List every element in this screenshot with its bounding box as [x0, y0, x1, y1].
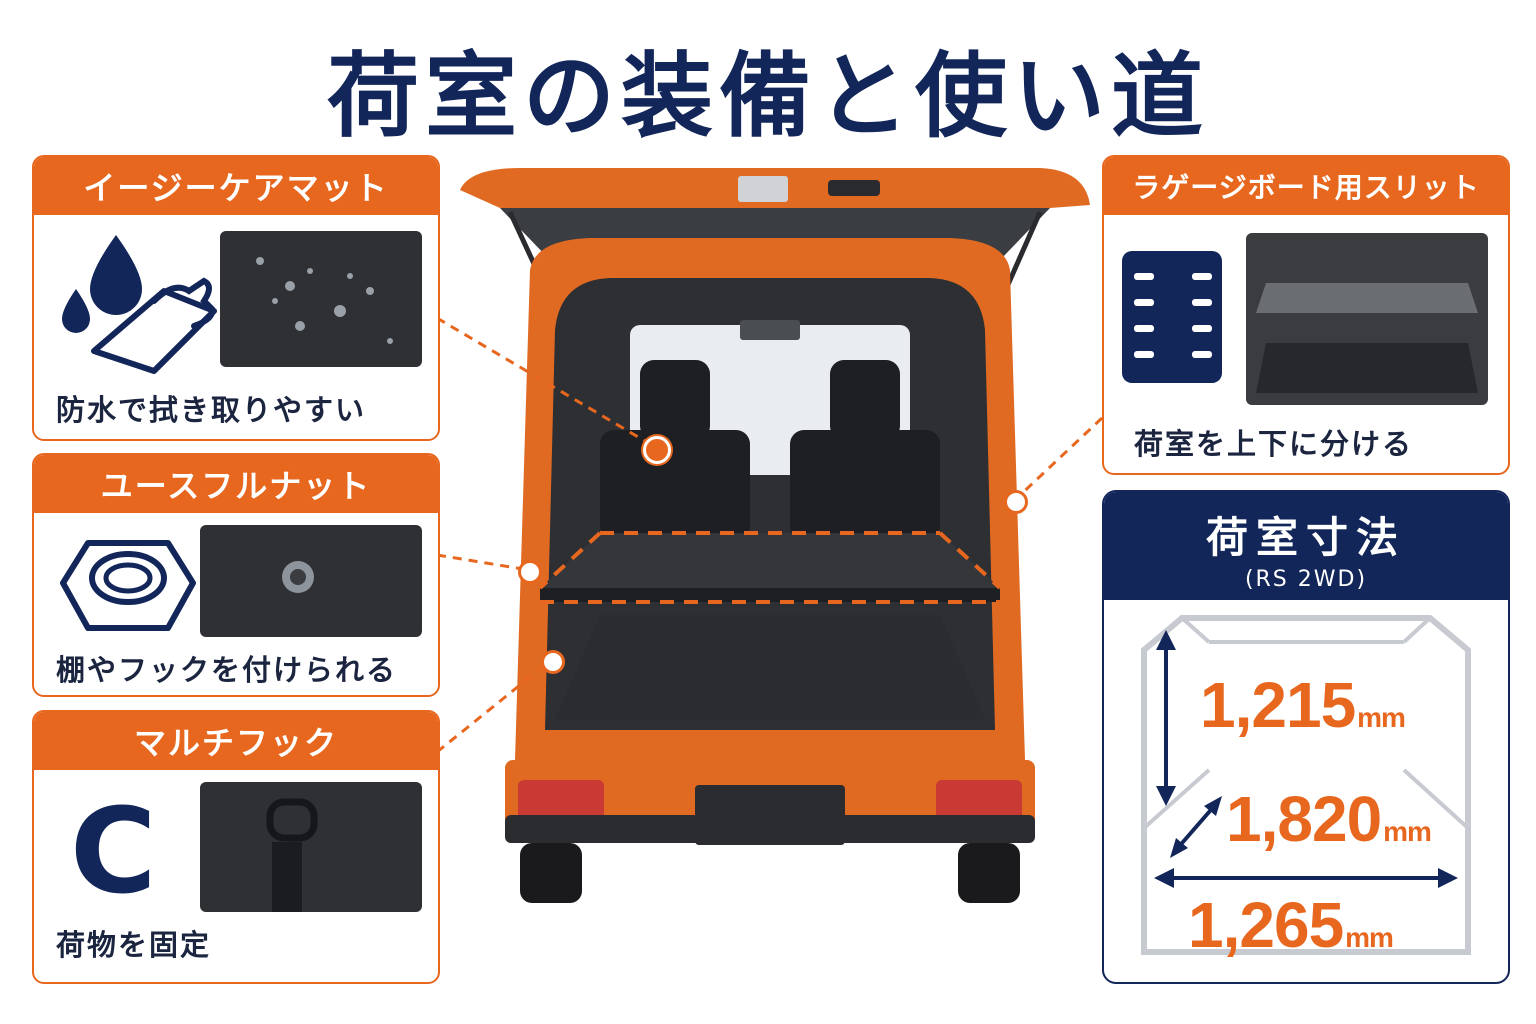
dim-length-value: 1,820: [1226, 783, 1382, 855]
callout-dot-nut: [518, 560, 542, 584]
mat-photo: [220, 231, 422, 367]
card-caption: 防水で拭き取りやすい: [56, 393, 367, 427]
callout-dot-slit: [1004, 490, 1028, 514]
dim-length: 1,820mm: [1226, 782, 1432, 856]
card-dimensions: 荷室寸法 (RS 2WD) 1,215mm 1,820mm 1,265mm: [1102, 490, 1510, 984]
dims-subtitle: (RS 2WD): [1244, 567, 1368, 592]
card-easy-care-mat: イージーケアマット 防水で拭き取りやすい: [32, 155, 440, 441]
dim-length-unit: mm: [1383, 816, 1432, 847]
card-useful-nut: ユースフルナット 棚やフックを付けられる: [32, 453, 440, 697]
card-luggage-board-slit: ラゲージボード用スリット 荷室を上下に分ける: [1102, 155, 1510, 475]
card-caption: 荷室を上下に分ける: [1134, 427, 1414, 461]
dims-header: 荷室寸法 (RS 2WD): [1104, 492, 1508, 600]
dim-height: 1,215mm: [1200, 668, 1406, 742]
card-heading: イージーケアマット: [34, 157, 438, 215]
water-wipe-icon: [62, 235, 217, 374]
callout-dot-mat: [643, 436, 671, 464]
hook-photo: [200, 782, 422, 912]
nut-icon: [60, 540, 196, 631]
dims-title: 荷室寸法: [1205, 513, 1406, 562]
hook-icon: C: [70, 782, 157, 920]
card-multi-hook: マルチフック C 荷物を固定: [32, 710, 440, 984]
dim-width-value: 1,265: [1188, 889, 1344, 961]
nut-photo: [200, 525, 422, 637]
card-heading: マルチフック: [34, 712, 438, 770]
dim-width: 1,265mm: [1188, 888, 1394, 962]
dim-height-unit: mm: [1357, 702, 1406, 733]
card-caption: 棚やフックを付けられる: [56, 653, 398, 687]
card-heading: ユースフルナット: [34, 455, 438, 513]
card-heading: ラゲージボード用スリット: [1104, 157, 1508, 215]
slit-icon: [1122, 251, 1222, 383]
card-caption: 荷物を固定: [56, 928, 212, 962]
callout-dot-hook: [541, 650, 565, 674]
dim-height-value: 1,215: [1200, 669, 1356, 741]
van-illustration: [460, 168, 1090, 903]
page-title: 荷室の装備と使い道: [326, 43, 1209, 150]
slit-photo: [1246, 233, 1488, 405]
dim-width-unit: mm: [1345, 922, 1394, 953]
cargo-box-diagram: [1141, 615, 1471, 955]
